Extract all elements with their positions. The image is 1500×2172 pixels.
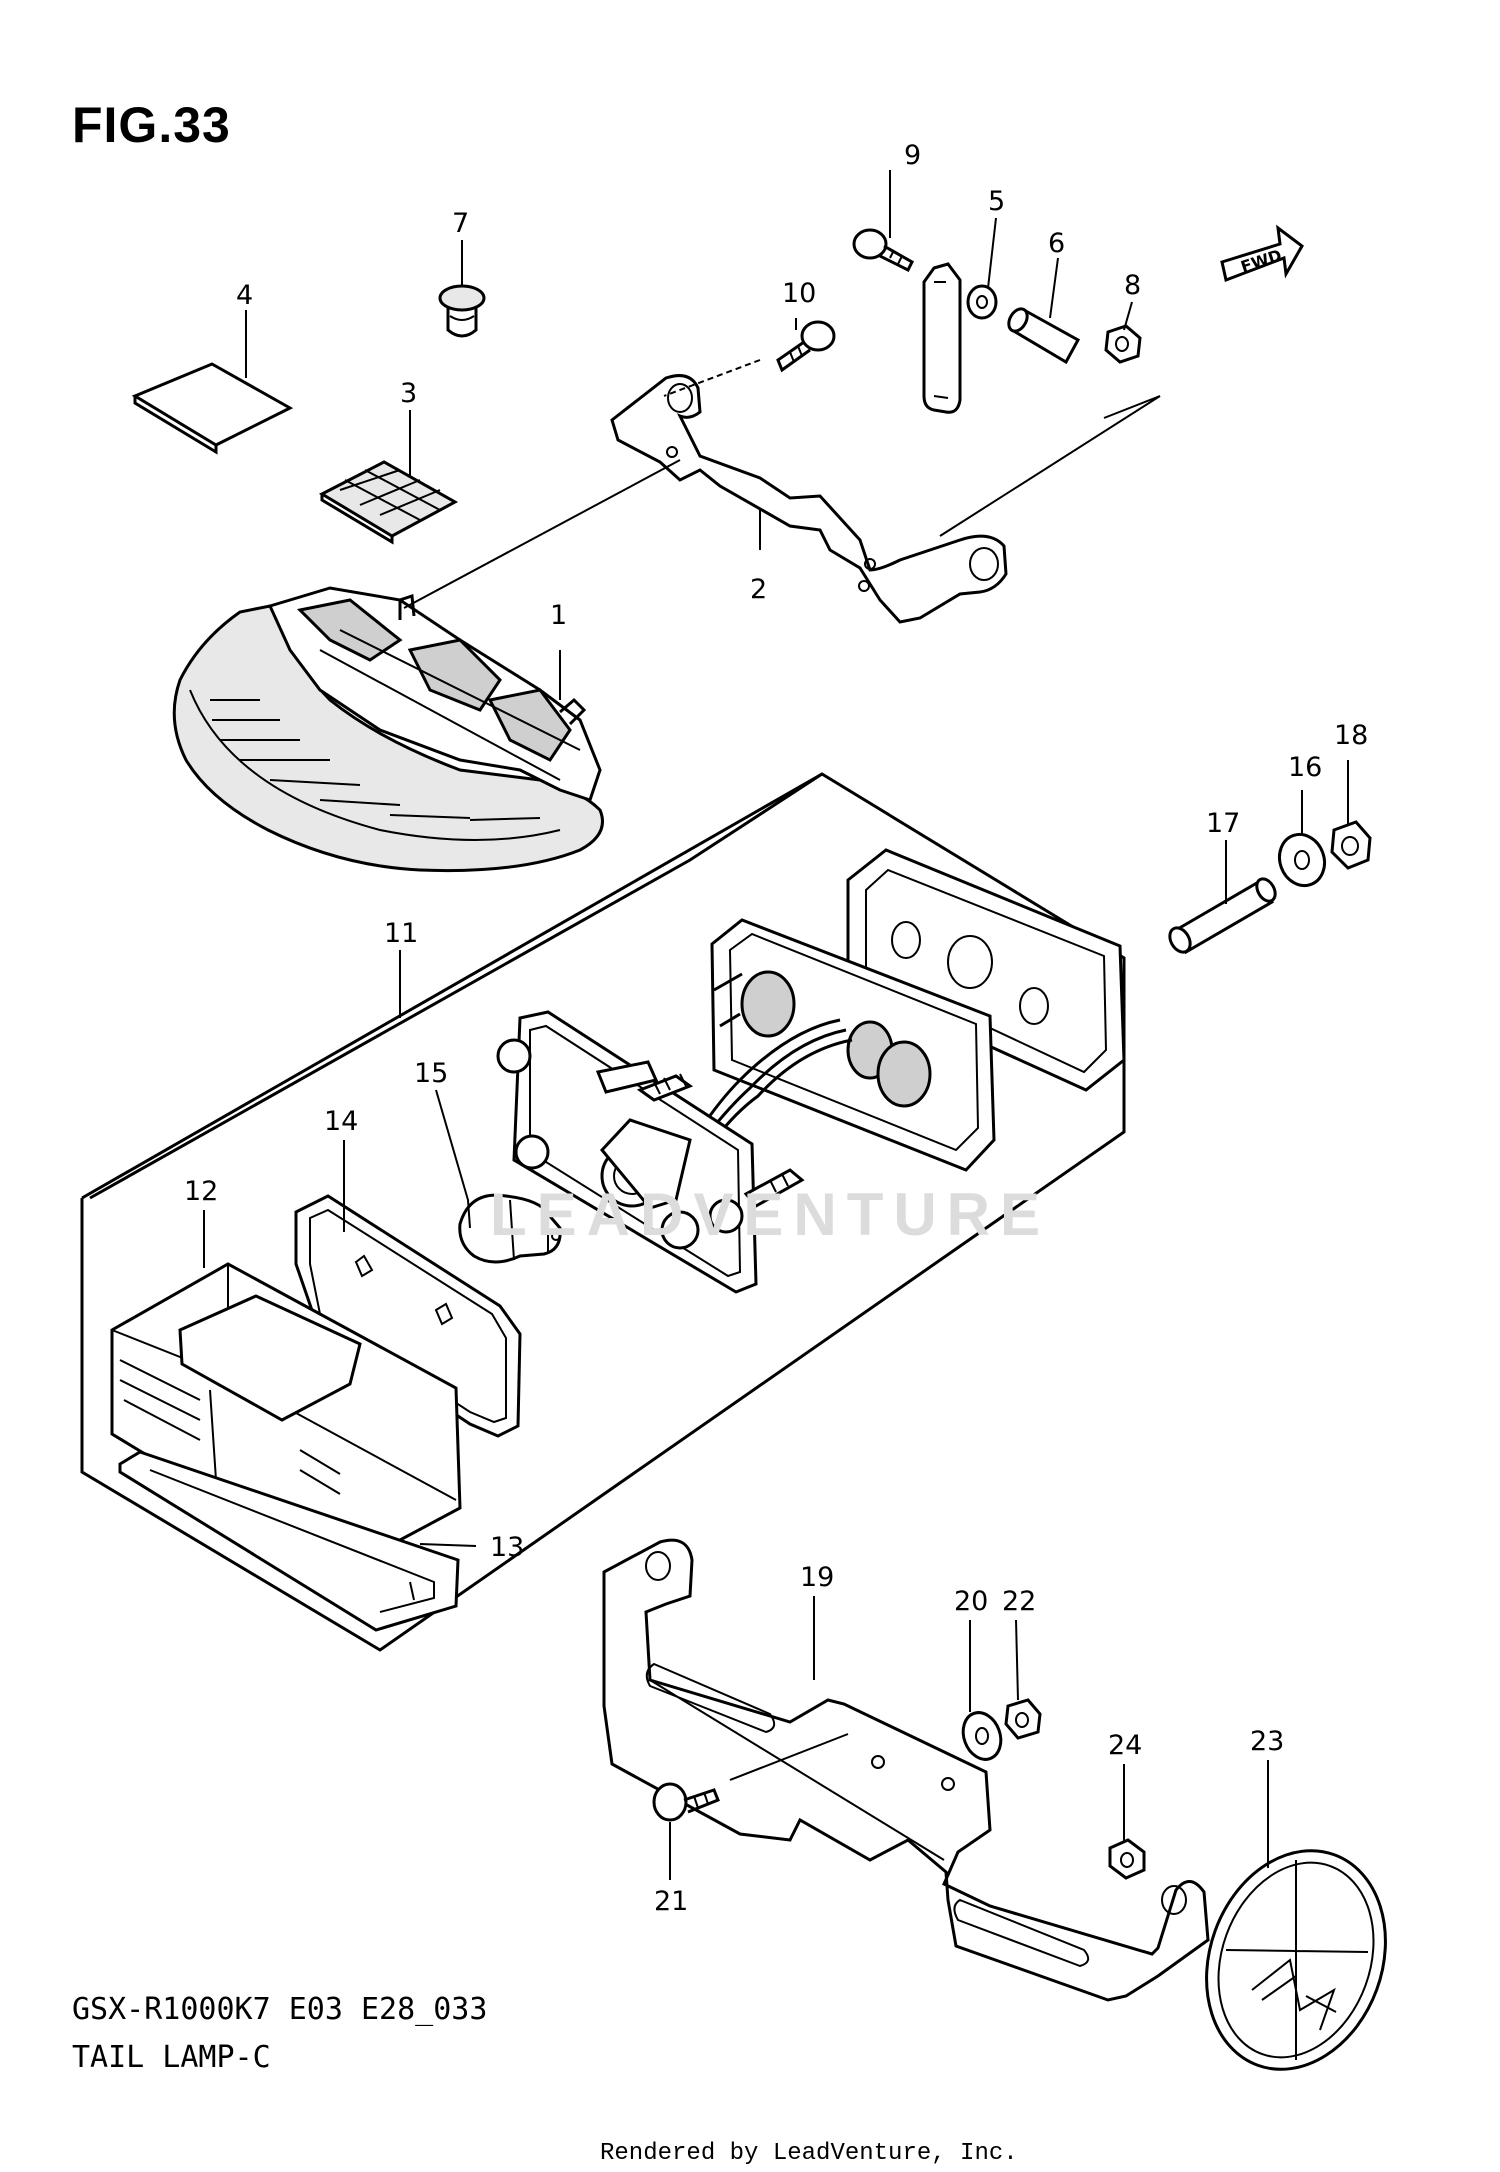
callout-24: 24 <box>1108 1730 1142 1761</box>
part-21-screw <box>652 1782 720 1822</box>
lamp-housing <box>710 918 996 1172</box>
part-18-nut <box>1330 820 1372 870</box>
figure-title: FIG.33 <box>72 97 231 153</box>
section-name: TAIL LAMP-C <box>72 2040 271 2075</box>
callout-10: 10 <box>782 278 816 309</box>
callout-19: 19 <box>800 1562 834 1593</box>
part-9-screw <box>852 228 914 273</box>
callout-20: 20 <box>954 1586 988 1617</box>
callout-18: 18 <box>1334 720 1368 751</box>
callout-13: 13 <box>490 1532 524 1563</box>
part-5-washer <box>966 284 998 320</box>
bulb-socket-plate <box>496 1010 805 1294</box>
callout-3: 3 <box>400 378 417 409</box>
callout-14: 14 <box>324 1106 358 1137</box>
part-16-washer <box>1277 832 1327 888</box>
leader-lines <box>203 170 1349 1880</box>
callout-21: 21 <box>654 1886 688 1917</box>
callout-7: 7 <box>452 208 469 239</box>
callout-5: 5 <box>988 186 1005 217</box>
callout-1: 1 <box>550 600 567 631</box>
part-7-grommet <box>438 284 486 338</box>
part-15-bulb <box>458 1193 562 1264</box>
part-10-screw <box>776 320 836 373</box>
fwd-arrow-icon: FWD <box>1220 224 1304 283</box>
callout-16: 16 <box>1288 752 1322 783</box>
part-17-stud <box>1168 877 1277 955</box>
part-4-label <box>131 362 294 455</box>
part-24-nut <box>1108 1838 1146 1880</box>
callout-23: 23 <box>1250 1726 1284 1757</box>
part-8-nut <box>1104 324 1142 364</box>
part-12-lens <box>110 1262 462 1574</box>
part-1-tail-lamp <box>172 586 604 873</box>
part-23-reflector <box>1205 1849 1387 2071</box>
part-14-gasket <box>294 1194 522 1438</box>
callout-4: 4 <box>236 280 253 311</box>
fwd-label: FWD <box>1238 245 1284 276</box>
part-22-nut <box>1004 1698 1042 1740</box>
part-6-spacer <box>1007 307 1081 365</box>
callout-2: 2 <box>750 574 767 605</box>
part-13-strip <box>118 1450 460 1632</box>
footer-credit: Rendered by LeadVenture, Inc. <box>600 2140 1018 2167</box>
callout-12: 12 <box>184 1176 218 1207</box>
part-19-license-bracket <box>602 1538 1210 2002</box>
part-2-bracket <box>610 374 1008 624</box>
hanger-strip <box>922 262 962 414</box>
callout-17: 17 <box>1206 808 1240 839</box>
callout-9: 9 <box>904 140 921 171</box>
callout-numbers: 9 5 6 8 7 4 10 3 2 1 18 16 17 11 15 14 1… <box>184 140 1368 1917</box>
watermark: LEADVENTURE <box>490 1181 1051 1248</box>
callout-6: 6 <box>1048 228 1065 259</box>
callout-11: 11 <box>384 918 418 949</box>
part-3-reflector <box>318 460 459 545</box>
model-code: GSX-R1000K7 E03 E28_033 <box>72 1992 488 2027</box>
callout-15: 15 <box>414 1058 448 1089</box>
wire-harness <box>698 1018 853 1139</box>
callout-8: 8 <box>1124 270 1141 301</box>
callout-22: 22 <box>1002 1586 1036 1617</box>
part-20-washer <box>961 1711 1003 1761</box>
